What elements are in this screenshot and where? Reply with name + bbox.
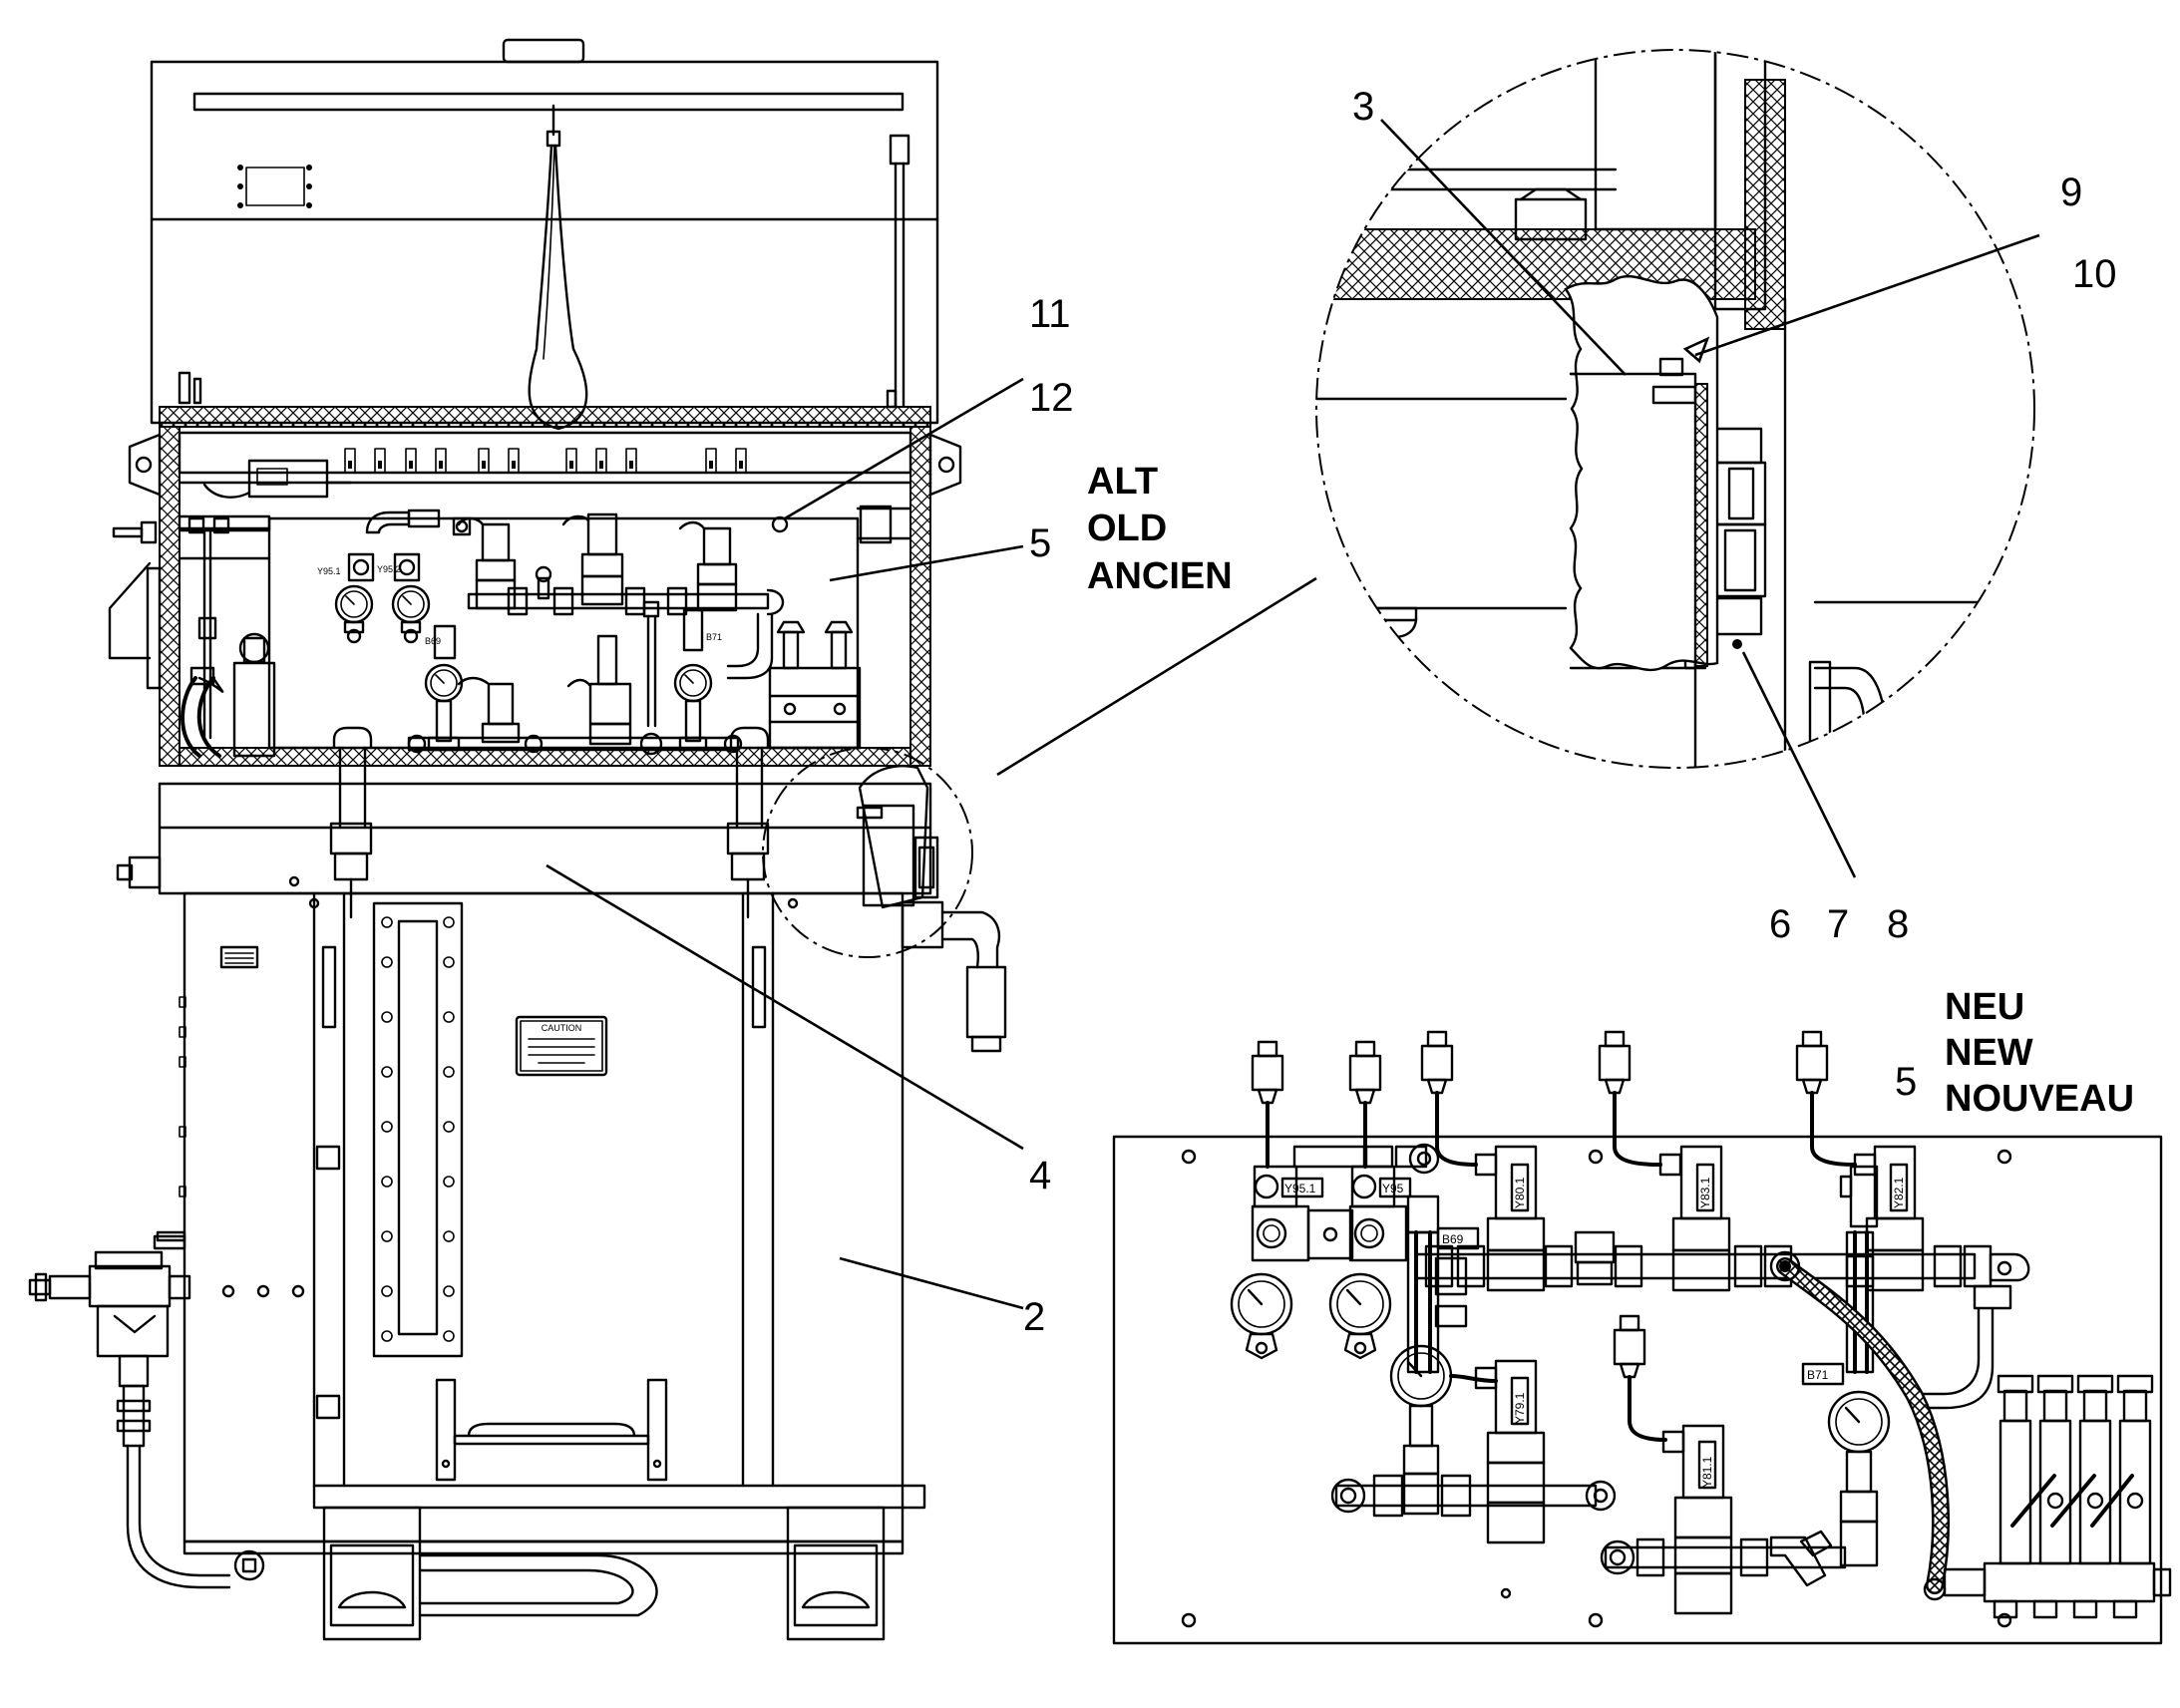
leader-2	[839, 1256, 1024, 1310]
cabinet-assembly: Y95.1 Y95.2	[28, 38, 1007, 1641]
caption-old-en: OLD	[1087, 508, 1167, 549]
tag-y83-1: Y83.1	[1698, 1177, 1712, 1208]
tag-b71: B71	[1807, 1368, 1829, 1382]
caption-new-en: NEW	[1945, 1032, 2033, 1074]
enlarged-detail-view	[1315, 49, 2035, 769]
caption-old-de: ALT	[1087, 461, 1158, 503]
caution-label: CAUTION	[515, 1015, 608, 1077]
leader-lines	[545, 119, 2040, 1310]
tag-y95-2: Y95	[1382, 1182, 1404, 1196]
old-tag-y95-1: Y95.1	[317, 566, 341, 576]
callout-numbers: 11 12 5 4 2 3 9 10 6 7 8 5	[1023, 85, 2117, 1339]
new-valve-panel: Y80.1 Y83.1 Y82.1	[1112, 1030, 2172, 1645]
callout-7: 7	[1827, 902, 1849, 946]
callout-6: 6	[1769, 902, 1791, 946]
callout-9: 9	[2060, 171, 2082, 214]
tag-y80-1: Y80.1	[1513, 1177, 1527, 1208]
tag-y82-1: Y82.1	[1892, 1177, 1906, 1208]
leader-6-7-8	[1741, 651, 1857, 878]
old-tag-b69: B69	[425, 636, 441, 646]
callout-4: 4	[1029, 1154, 1051, 1197]
caption-old-fr: ANCIEN	[1087, 555, 1233, 597]
callout-5-new: 5	[1895, 1060, 1917, 1104]
tag-b69: B69	[1442, 1232, 1464, 1246]
callout-2: 2	[1023, 1295, 1045, 1339]
caption-new: NEU NEW NOUVEAU	[1945, 986, 2134, 1120]
caution-text: CAUTION	[542, 1023, 582, 1033]
leader-4	[545, 863, 1024, 1151]
old-tag-b71: B71	[706, 632, 722, 642]
old-tag-y95-2: Y95.2	[377, 564, 401, 574]
leader-5-old	[829, 544, 1024, 582]
leader-9-10	[1694, 233, 2040, 357]
caption-new-fr: NOUVEAU	[1945, 1078, 2134, 1120]
tag-y81-1: Y81.1	[1700, 1456, 1714, 1488]
tag-y79-1: Y79.1	[1513, 1392, 1527, 1424]
leader-3	[1380, 119, 1627, 376]
callout-11: 11	[1029, 292, 1071, 336]
caption-new-de: NEU	[1945, 986, 2024, 1028]
callout-10: 10	[2072, 252, 2117, 296]
tag-y95-1: Y95.1	[1284, 1182, 1316, 1196]
arrow-9-10	[1682, 336, 1710, 364]
callout-12: 12	[1029, 376, 1074, 420]
caption-old: ALT OLD ANCIEN	[1087, 461, 1233, 597]
leader-11-12	[784, 377, 1024, 520]
callout-5-old: 5	[1029, 521, 1051, 565]
callout-3: 3	[1352, 85, 1374, 129]
detail-leader-line	[996, 576, 1317, 777]
callout-8: 8	[1887, 902, 1909, 946]
detail-reference-circle	[762, 747, 973, 958]
